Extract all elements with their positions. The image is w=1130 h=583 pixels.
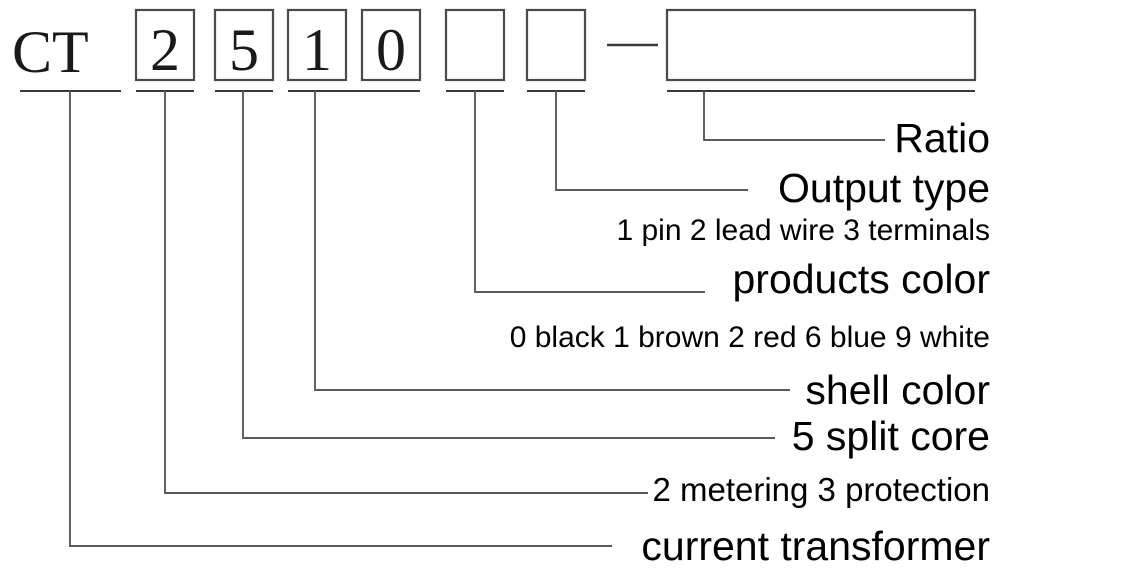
callout-note-output-type: 1 pin 2 lead wire 3 terminals (616, 214, 990, 247)
code-box-type-rect (134, 8, 196, 82)
code-box-type: 2 (134, 8, 196, 83)
leader-lines (69, 91, 885, 547)
code-box-output-type-rect (525, 8, 587, 82)
callout-label-split-core: 5 split core (792, 413, 990, 459)
code-box-core-value: 5 (229, 17, 259, 83)
code-prefix-ct: CT (12, 19, 89, 85)
code-box-shell-2: 0 (360, 8, 422, 83)
callout-label-metering-protection: 2 metering 3 protection (652, 471, 990, 508)
code-box-shell-1: 1 (286, 8, 348, 83)
leader-current-transformer (69, 91, 612, 547)
leader-split-core (242, 91, 775, 439)
code-box-core: 5 (213, 8, 275, 83)
callout-label-output-type: Output type (778, 165, 990, 211)
leader-output-type (555, 91, 748, 191)
leader-products-color (474, 91, 705, 293)
code-box-shell-2-rect (360, 8, 422, 82)
code-box-shell-1-value: 1 (302, 17, 332, 83)
code-row: CT 2 5 1 0 (12, 8, 977, 85)
leader-shell-color (314, 91, 790, 391)
code-box-ratio-rect (665, 8, 977, 82)
code-box-products-color (444, 8, 506, 82)
callout-label-shell-color: shell color (805, 367, 990, 413)
code-box-core-rect (213, 8, 275, 82)
code-box-output-type (525, 8, 587, 82)
leader-metering-protection (164, 91, 648, 494)
code-box-shell-1-rect (286, 8, 348, 82)
callout-label-products-color: products color (732, 256, 990, 302)
leader-ratio (703, 91, 885, 141)
code-box-products-color-rect (444, 8, 506, 82)
callout-label-current-transformer: current transformer (641, 523, 990, 569)
callout-labels: Ratio Output type 1 pin 2 lead wire 3 te… (510, 115, 990, 569)
callout-label-ratio: Ratio (894, 115, 990, 161)
callout-note-products-color: 0 black 1 brown 2 red 6 blue 9 white (510, 321, 990, 354)
code-box-shell-2-value: 0 (376, 17, 406, 83)
code-box-ratio (665, 8, 977, 82)
code-box-type-value: 2 (150, 17, 180, 83)
